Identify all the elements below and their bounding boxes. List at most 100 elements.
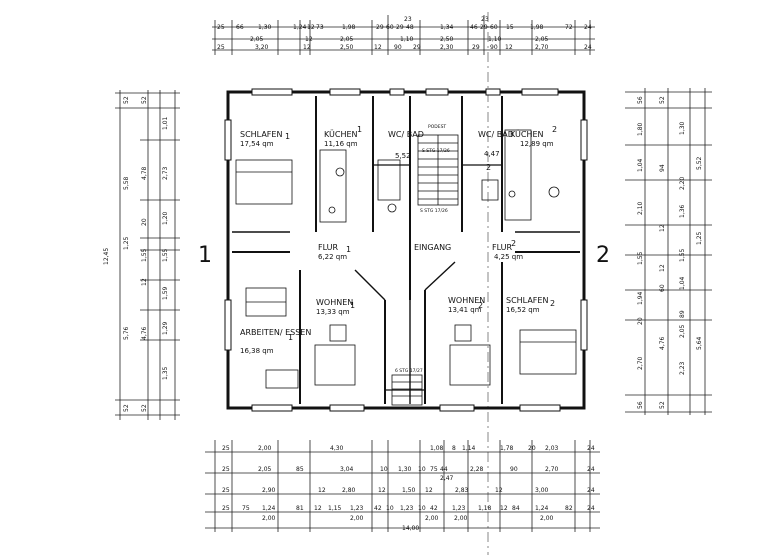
dim-top-r3-9: 29 (472, 44, 480, 51)
bottom-dimensions (205, 440, 600, 532)
dim-bot-r4-15: 12 (500, 505, 508, 512)
dim-right-c2-7: 52 (659, 401, 666, 409)
dim-top-r3-5: 12 (374, 44, 382, 51)
dim-bot-r2-8: 75 (430, 466, 438, 473)
dim-left-c1-2: 5,58 (123, 176, 130, 190)
furniture (235, 129, 577, 389)
dim-bot-r4-9: 10 (386, 505, 394, 512)
dim-bot-r4-2: 75 (242, 505, 250, 512)
dim-bot-r1-6: 1,14 (462, 445, 476, 452)
dim-top-r3-10: 90 (490, 44, 498, 51)
dim-bot-r1-10: 24 (587, 445, 595, 452)
room-flur-2-unit: 2 (511, 239, 516, 248)
dim-left-c1-4: 5,76 (123, 326, 130, 340)
dim-bot-r4-13: 1,23 (452, 505, 466, 512)
dim-left-total: 12,45 (103, 248, 110, 265)
room-flur-2: FLUR (492, 243, 513, 252)
dim-bot-r3-10: 3,00 (535, 487, 549, 494)
dim-top-15: 60 (490, 24, 498, 31)
dim-top-r2-1: 2,05 (250, 36, 264, 43)
dim-bot-r1-3: 4,30 (330, 445, 344, 452)
room-wcbad-2-unit: 2 (486, 163, 491, 172)
dim-left-c1-5: 52 (123, 404, 130, 412)
dim-bot-r2-1: 25 (222, 466, 230, 473)
dim-top-8: 29 (376, 24, 384, 31)
dim-bot-r1-4: 1,08 (430, 445, 444, 452)
room-wohnen-1-unit: 1 (350, 301, 355, 310)
dim-top-14: 29 (480, 24, 488, 31)
dim-right-c3-2: 2,20 (679, 176, 686, 190)
staircase (391, 134, 459, 406)
dim-top-r2-3: 2,05 (340, 36, 354, 43)
dim-bot-total: 14,00 (402, 525, 419, 532)
dim-top-12: 1,34 (440, 24, 454, 31)
top-dimensions (212, 15, 595, 55)
dim-right-c1-6: 1,94 (637, 291, 644, 305)
dim-top-r3-13: 24 (584, 44, 592, 51)
dim-bot-r2-6: 1,30 (398, 466, 412, 473)
right-dimensions (625, 88, 712, 415)
dim-bot-r4-11: 10 (418, 505, 426, 512)
dim-left-c3-4: 1,59 (162, 286, 169, 300)
dim-bot-r2-10: 2,28 (470, 466, 484, 473)
dim-right-outer2: 5,64 (696, 336, 703, 350)
dim-left-c3-1: 2,73 (162, 166, 169, 180)
dim-bot-r3-3: 12 (318, 487, 326, 494)
dim-bot-r1-5: 8 (452, 445, 456, 452)
room-schlafen-2-area: 16,52 qm (506, 306, 540, 314)
dim-bot-r1-7: 1,78 (500, 445, 514, 452)
dim-bot-r4b-5: 2,00 (540, 515, 554, 522)
dim-right-c3-8: 2,05 (679, 324, 686, 338)
dim-bot-r3-11: 24 (587, 487, 595, 494)
dim-bot-r3-2: 2,90 (262, 487, 276, 494)
dim-top-1: 25 (217, 24, 225, 31)
room-podest: PODEST (428, 124, 446, 130)
sofa-icon (314, 344, 356, 386)
dim-top-3: 1,30 (258, 24, 272, 31)
dim-bot-r1-8: 20 (528, 445, 536, 452)
dim-top-19: 24 (584, 24, 592, 31)
dim-left-c4-1: 1,01 (162, 116, 169, 130)
room-kuechen-2-area: 12,89 qm (520, 140, 554, 148)
dim-bot-r2-4: 3,04 (340, 466, 354, 473)
dim-bot-r4-16: 84 (512, 505, 520, 512)
dim-bot-r2-9: 44 (440, 466, 448, 473)
room-eingang: EINGANG (414, 243, 451, 252)
left-dimensions (115, 90, 180, 420)
room-wcbad-2: WC/ BAD (478, 130, 514, 139)
dim-bot-r2-7: 10 (418, 466, 426, 473)
dim-bot-r4b-3: 2,00 (425, 515, 439, 522)
dim-bot-r2b-1: 2,47 (440, 475, 454, 482)
dim-left-c2-2: 4,78 (141, 166, 148, 180)
stair-note-top: S STG 17/26 (422, 148, 450, 154)
dim-bot-r4-18: 82 (565, 505, 573, 512)
room-wohnen-2-unit: 2 (478, 301, 483, 310)
armchair-icon-2 (454, 324, 472, 342)
dim-right-c1-5: 1,55 (637, 251, 644, 265)
kitchen-counter-icon (319, 149, 347, 223)
dim-right-c3-5: 1,55 (679, 248, 686, 262)
dim-left-c3-3: 1,55 (162, 248, 169, 262)
dim-top-r2-7: 2,05 (535, 36, 549, 43)
room-arbeiten-area: 16,38 qm (240, 347, 274, 355)
bottom-dim-labels: 25 2,00 4,30 1,08 8 1,14 1,78 20 2,03 24… (222, 445, 595, 532)
dim-right-c3-7: 89 (679, 310, 686, 318)
dim-right-c4-1: 1,25 (696, 231, 703, 245)
dim-bot-r4-5: 12 (314, 505, 322, 512)
dim-left-c2-5: 12 (141, 278, 148, 286)
room-kuechen-1: KÜCHEN (324, 129, 358, 139)
dim-right-c1-8: 2,70 (637, 356, 644, 370)
dim-bot-r4-7: 1,23 (350, 505, 364, 512)
dim-top-6: 73 (316, 24, 324, 31)
kitchen-counter-icon-2 (504, 129, 532, 221)
building-walls (226, 90, 586, 410)
top-dim-labels: 25 66 1,30 1,24 12 73 1,98 29 60 29 48 1… (217, 16, 592, 51)
dim-right-c1-3: 1,04 (637, 158, 644, 172)
dim-left-c3-5: 1,29 (162, 321, 169, 335)
room-wcbad-1-area: 5,52 (395, 152, 411, 160)
bed-icon (235, 159, 293, 205)
room-schlafen-2-unit: 2 (550, 299, 555, 308)
room-wohnen-1-area: 13,33 qm (316, 308, 350, 316)
room-arbeiten: ARBEITEN/ ESSEN (240, 328, 311, 337)
dim-top-r2-6: 1,10 (488, 36, 502, 43)
